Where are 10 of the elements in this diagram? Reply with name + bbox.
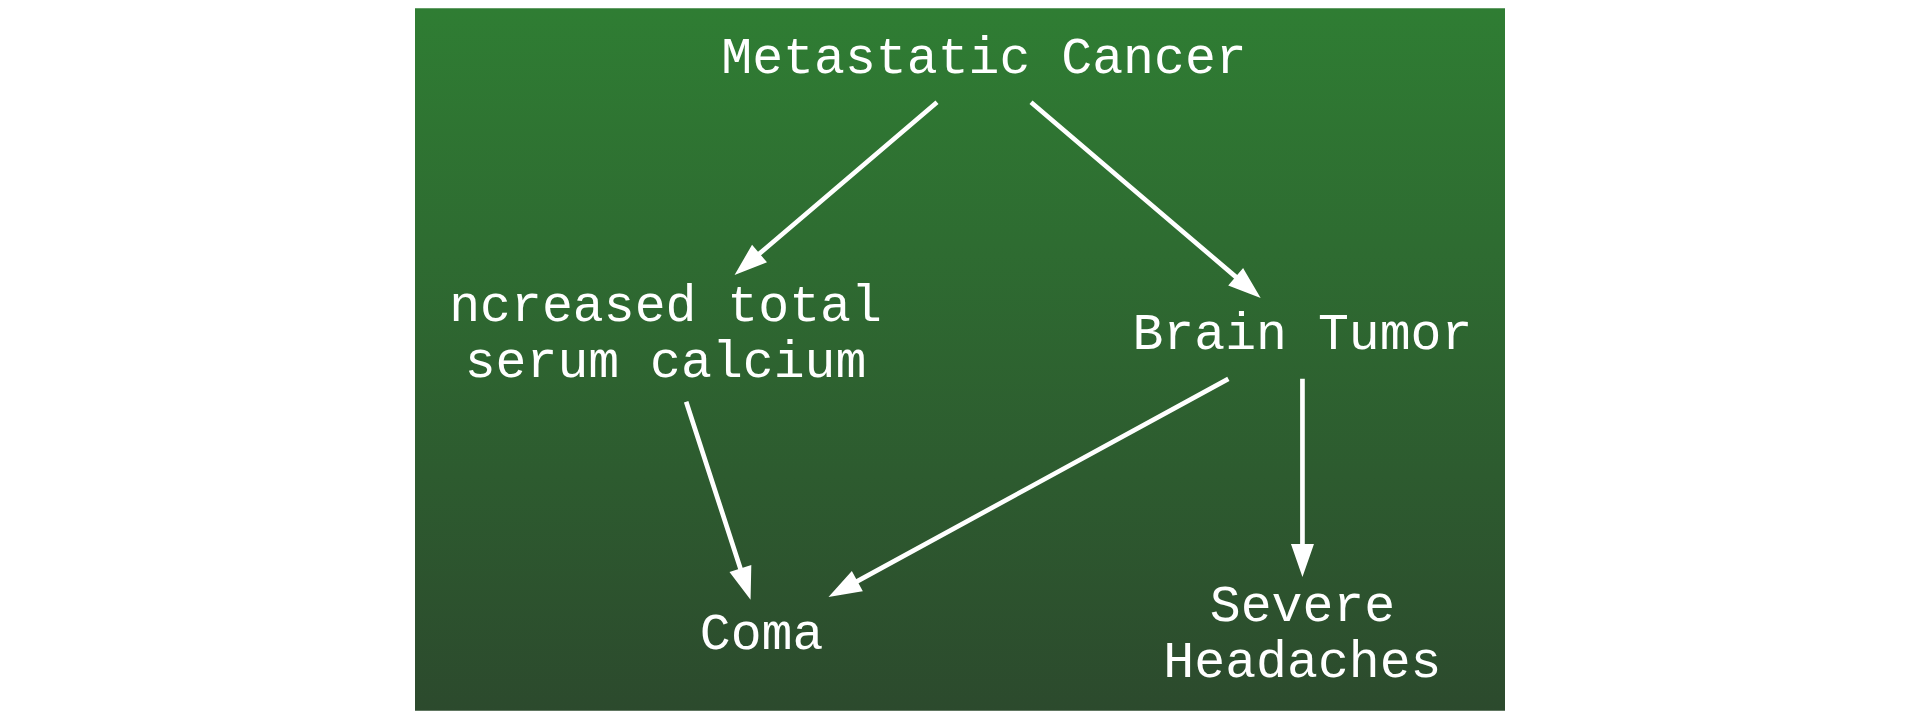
arrow (1290, 378, 1314, 577)
node-text: Metastatic Cancer (721, 29, 1247, 88)
node-text: ncreased total serum calcium (449, 278, 882, 393)
arrow (734, 100, 939, 275)
arrow (1029, 100, 1261, 299)
node-text: Coma (699, 605, 824, 664)
node-text: Severe Headaches (1163, 577, 1442, 693)
arrow (683, 401, 752, 600)
arrow (828, 376, 1230, 597)
node-text: Brain Tumor (1132, 306, 1473, 365)
